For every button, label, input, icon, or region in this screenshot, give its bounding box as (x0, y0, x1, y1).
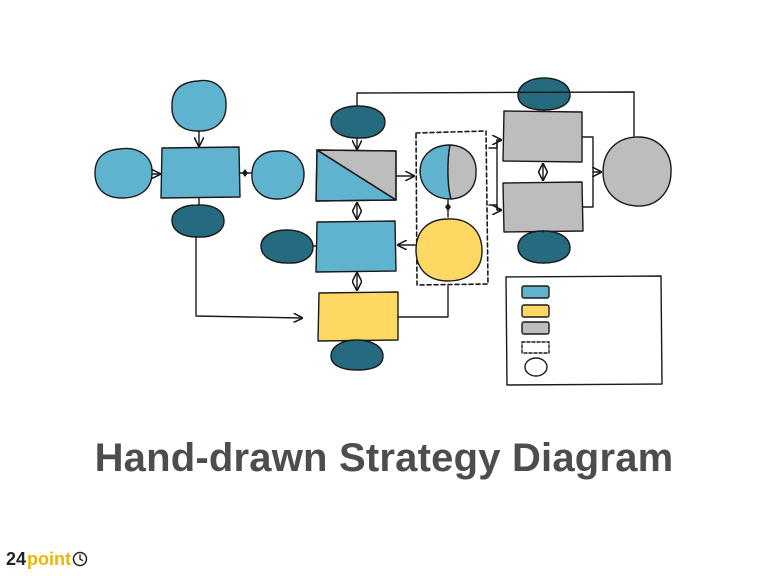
mid-right-gray-rect (502, 181, 584, 233)
top-middle-teal-oval (330, 105, 386, 139)
diamond-marker-middle (445, 203, 451, 211)
legend-swatch-yellow (521, 304, 550, 318)
left-center-blue-rect (160, 146, 241, 199)
pie-gray-half (447, 144, 477, 200)
legend-swatch-dashed (521, 341, 550, 354)
top-right-gray-rect (502, 110, 583, 163)
bracket-right (582, 136, 594, 208)
legend-swatch-circle (524, 357, 548, 377)
dashed-group-box (415, 130, 489, 286)
bottom-yellow-rect (317, 291, 399, 342)
left-blue-circle (94, 147, 153, 199)
diamond-marker-left (242, 169, 248, 177)
connector-yellowrect-to-group (397, 285, 449, 318)
top-blue-circle (171, 79, 227, 132)
legend-box (505, 275, 663, 386)
big-gray-circle (602, 136, 672, 207)
top-right-teal-oval (517, 77, 571, 111)
logo-word: point (27, 548, 72, 569)
legend-swatch-gray (521, 321, 550, 335)
clock-icon (72, 551, 88, 567)
left-teal-oval (171, 204, 225, 238)
pie-blue-half (419, 144, 452, 200)
legend-swatch-blue (521, 285, 550, 299)
middle-teal-oval (260, 229, 314, 264)
diagram-title: Hand-drawn Strategy Diagram (94, 436, 674, 480)
bottom-teal-oval (330, 339, 384, 371)
yellow-circle (415, 218, 483, 282)
connector-top-loop (356, 91, 635, 137)
bottom-right-teal-oval (517, 230, 571, 264)
split-rect-outline (315, 149, 397, 202)
right-blue-circle (251, 150, 305, 200)
arrow-teal-to-yellow-rect (195, 236, 302, 318)
middle-blue-rect (315, 220, 397, 273)
bracket-left-top (488, 140, 501, 149)
brand-logo: 24 point (6, 546, 88, 572)
logo-number: 24 (6, 548, 27, 569)
bracket-left-bottom (488, 204, 501, 210)
